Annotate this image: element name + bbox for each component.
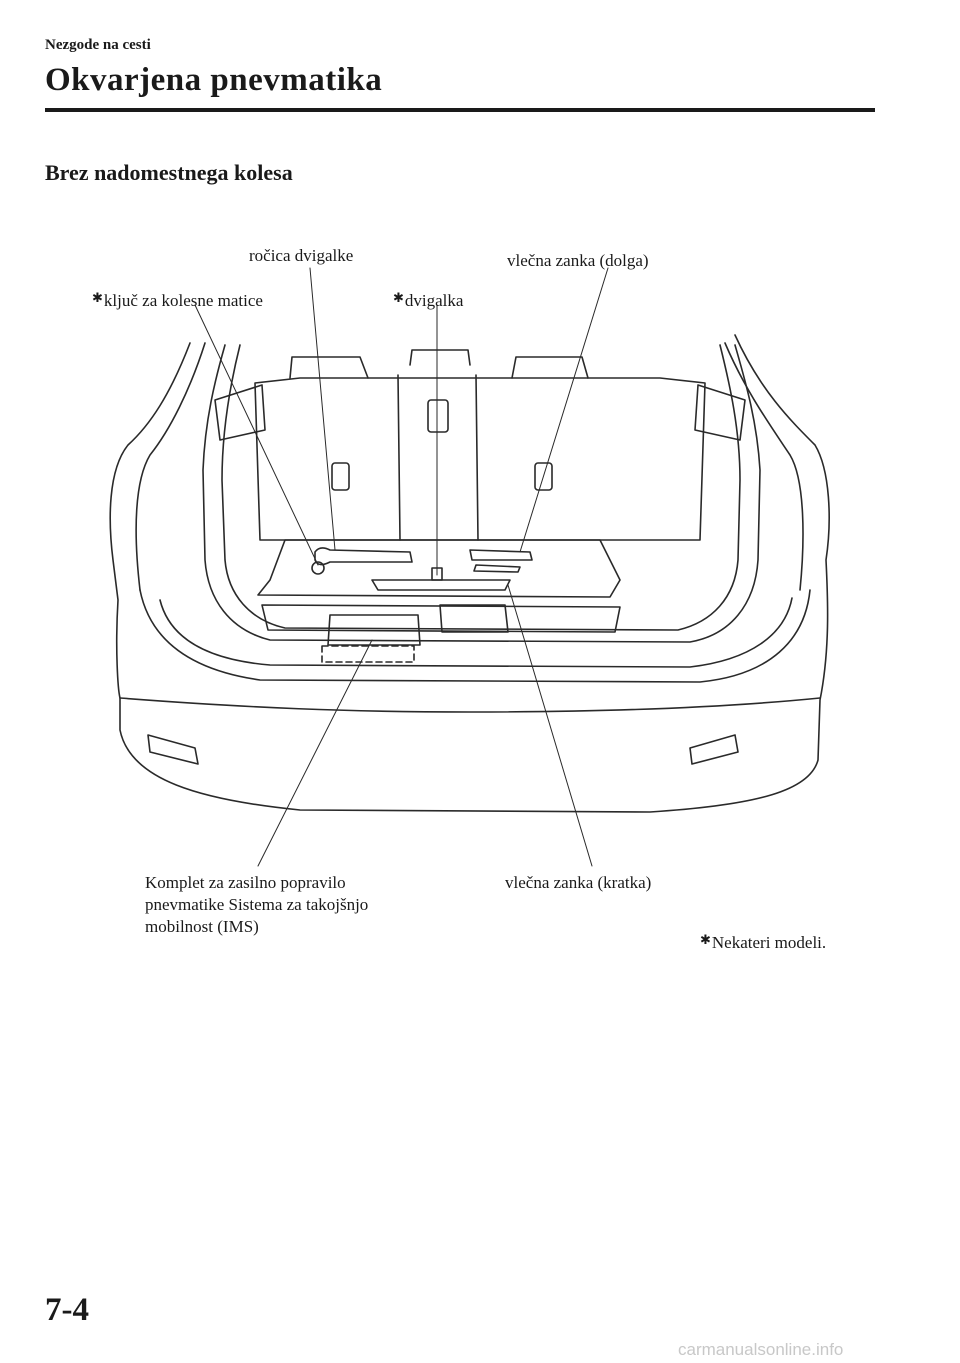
- tool-tray: [257, 539, 621, 663]
- tow-hooks-drawing: [469, 549, 533, 573]
- page-title: Okvarjena pnevmatika: [45, 62, 383, 98]
- leader-lines: [194, 267, 609, 867]
- page-number: 7-4: [45, 1292, 89, 1328]
- label-tow-hook-long: vlečna zanka (dolga): [507, 251, 649, 270]
- label-ims-kit-line1: Komplet za zasilno popravilo: [145, 873, 346, 892]
- label-jack-text: dvigalka: [404, 291, 464, 310]
- asterisk-icon: ✱: [700, 932, 711, 947]
- asterisk-icon: ✱: [393, 290, 404, 305]
- ims-kit-drawing: [327, 614, 421, 646]
- footnote-text: Nekateri modeli.: [711, 933, 827, 952]
- jack-drawing: [371, 579, 511, 591]
- rear-seat: [214, 349, 746, 541]
- trunk-opening: [202, 344, 761, 643]
- footnote: ✱Nekateri modeli.: [700, 932, 826, 954]
- car-body-outline: [109, 334, 830, 813]
- label-ims-kit-line2: pnevmatike Sistema za takojšnjo: [145, 895, 369, 914]
- label-ims-kit-line3: mobilnost (IMS): [145, 917, 259, 936]
- ims-kit-hidden-outline: [321, 645, 415, 663]
- label-ims-kit: Komplet za zasilno popravilo pnevmatike …: [145, 872, 415, 938]
- lug-wrench-drawing: [311, 561, 325, 575]
- asterisk-icon: ✱: [92, 290, 103, 305]
- label-jack: ✱dvigalka: [393, 290, 463, 312]
- label-tow-hook-short: vlečna zanka (kratka): [505, 873, 652, 892]
- section-header: Nezgode na cesti: [45, 37, 151, 53]
- label-lug-wrench-text: ključ za kolesne matice: [103, 291, 263, 310]
- header-rule: [45, 108, 875, 112]
- jack-handle-drawing: [314, 547, 413, 566]
- label-jack-handle: ročica dvigalke: [249, 246, 354, 265]
- footer-watermark[interactable]: carmanualsonline.info: [678, 1340, 844, 1359]
- label-lug-wrench: ✱ključ za kolesne matice: [92, 290, 263, 312]
- rear-reflectors: [147, 734, 739, 765]
- section-subtitle: Brez nadomestnega kolesa: [45, 160, 293, 185]
